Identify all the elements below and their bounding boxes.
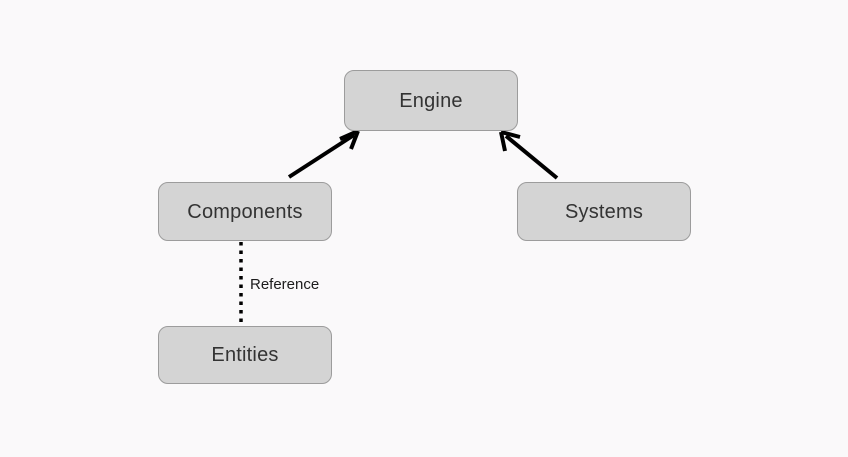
node-components[interactable]: Components (158, 182, 332, 241)
arrowhead-systems-to-engine (499, 130, 521, 152)
node-systems[interactable]: Systems (517, 182, 691, 241)
node-systems-label: Systems (564, 200, 644, 223)
edge-systems-to-engine (499, 130, 559, 180)
node-engine[interactable]: Engine (344, 70, 518, 131)
edge-label-reference: Reference (250, 276, 320, 293)
node-engine-label: Engine (399, 89, 463, 112)
edge-line-systems-to-engine (504, 134, 559, 180)
node-entities[interactable]: Entities (158, 326, 332, 384)
node-components-label: Components (187, 200, 303, 223)
edge-components-to-engine (287, 129, 360, 179)
arrowhead-components-to-engine (339, 129, 360, 150)
edge-line-components-to-engine (287, 133, 356, 179)
node-entities-label: Entities (211, 344, 279, 366)
